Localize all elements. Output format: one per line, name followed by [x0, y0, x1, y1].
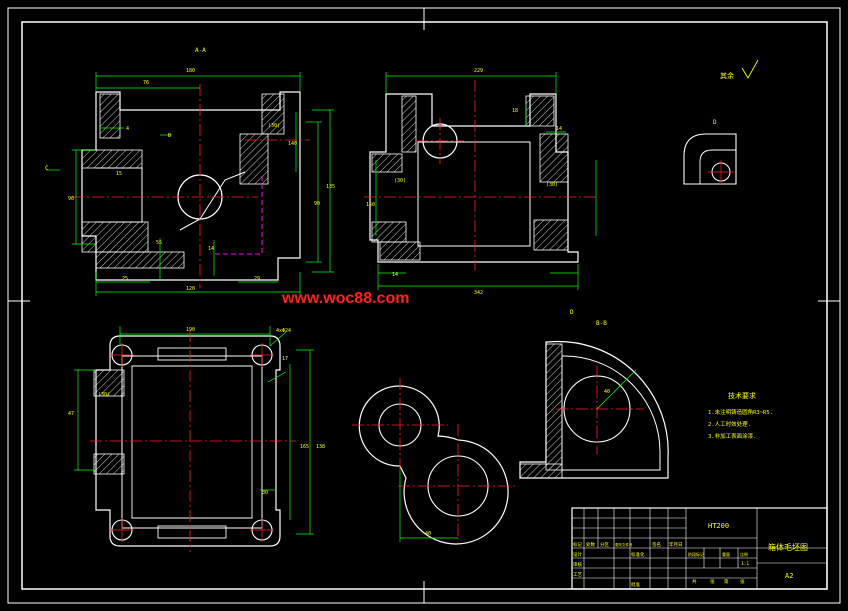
- section-mark-c: C: [45, 165, 49, 172]
- sheet-label-2: 第: [724, 578, 729, 585]
- aa-dim-6: 55: [156, 240, 162, 246]
- section-bb-view: B-B D 40: [519, 309, 669, 479]
- aa-left-dim: 76: [143, 80, 149, 86]
- plan-dim-5: 47: [68, 411, 74, 417]
- section-aa-label: A-A: [195, 47, 206, 54]
- tech-item-1: 1.未注明铸造圆角R3~R5.: [708, 408, 773, 416]
- row-label-5: 年月日: [669, 541, 683, 548]
- side-dim-3: 14: [556, 126, 562, 132]
- plan-dim-0: 4xΦ24: [276, 328, 291, 334]
- title-block: HT200 箱体毛坯图 A2 1:1 标记 处数 分区 更改文件号 签名 年月日…: [571, 507, 828, 590]
- sheet-label-0: 共: [692, 578, 697, 585]
- roughness-note: 其余: [720, 59, 759, 80]
- section-bb-label: B-B: [596, 320, 607, 327]
- plan-dim-6: 30: [262, 490, 268, 496]
- plan-dim-1: (30): [98, 392, 110, 398]
- tech-requirements: 技术要求 1.未注明铸造圆角R3~R5. 2.人工时效处理. 3.非加工表面涂漆…: [708, 391, 773, 440]
- sheet-label-1: 张: [710, 578, 715, 585]
- boss-dim: 40: [425, 531, 431, 537]
- row-label-2: 分区: [600, 541, 609, 548]
- section-aa-view: A-A: [45, 47, 335, 296]
- aa-width-dim: 180: [186, 68, 195, 74]
- stage-label-0: 阶段标记: [688, 551, 704, 557]
- aa-dim-4: 4: [126, 126, 129, 132]
- aa-base-left-dim: 25: [122, 276, 128, 282]
- tech-item-3: 3.非加工表面涂漆.: [708, 432, 756, 440]
- approve-label: 批准: [631, 581, 640, 588]
- row-label-0: 标记: [573, 541, 582, 548]
- check-label: 审核: [573, 561, 582, 568]
- plan-dim-4: 17: [282, 356, 288, 362]
- sheet-size: A2: [785, 572, 793, 580]
- design-label: 设计: [573, 551, 582, 558]
- aa-dim-2: 90: [68, 196, 74, 202]
- side-view: 229 342 (30) 150 (30) 14 18 14: [364, 68, 600, 296]
- centering-marks: [8, 8, 840, 603]
- side-width-dim: 229: [474, 68, 483, 74]
- scale: 1:1: [741, 561, 749, 567]
- stage-label-1: 重量: [722, 551, 730, 557]
- bb-radius-dim: 40: [604, 389, 610, 395]
- plan-dim-3: 138: [316, 444, 325, 450]
- detail-d-label: D: [713, 119, 717, 126]
- outer-frame: [7, 7, 841, 604]
- watermark: www.woc88.com: [281, 290, 409, 307]
- side-dim-0: (30): [394, 178, 406, 184]
- aa-dim-3: 15: [116, 171, 122, 177]
- aa-height-inner-dim: 90: [314, 201, 320, 207]
- plan-dim-2: 165: [300, 444, 309, 450]
- side-dim-1: 150: [366, 202, 375, 208]
- plan-width-dim: 190: [186, 327, 195, 333]
- process-label: 工艺: [573, 572, 582, 578]
- aa-base-right-dim: 29: [254, 276, 260, 282]
- side-dim-4: 18: [512, 108, 518, 114]
- side-dim-5: 14: [392, 272, 398, 278]
- aa-dim-5: 14: [208, 246, 214, 252]
- boss-view: 40: [352, 378, 518, 545]
- tech-item-2: 2.人工时效处理.: [708, 420, 751, 428]
- std-label: 标准化: [631, 551, 645, 558]
- row-label-1: 处数: [586, 541, 595, 548]
- plan-view: 190 4xΦ24 (30) 165 138 17 47 30: [68, 326, 325, 552]
- row-label-3: 更改文件号: [615, 542, 633, 547]
- roughness-label: 其余: [720, 71, 734, 80]
- side-base-dim: 342: [474, 290, 483, 296]
- part-no: HT200: [708, 522, 729, 530]
- side-dim-2: (30): [546, 182, 558, 188]
- inner-frame: [21, 21, 828, 590]
- sheet-label-3: 张: [740, 578, 745, 585]
- section-mark-d: D: [570, 309, 574, 316]
- detail-d-view: D: [683, 119, 737, 185]
- aa-height-total-dim: 135: [326, 184, 335, 190]
- stage-label-2: 比例: [740, 551, 748, 557]
- aa-dim-1: 140: [288, 141, 297, 147]
- aa-base-mid-dim: 120: [186, 286, 195, 292]
- tech-title: 技术要求: [728, 391, 756, 400]
- row-label-4: 签名: [652, 541, 661, 548]
- section-mark-b: B: [168, 133, 171, 139]
- aa-dim-0: (30): [268, 123, 280, 129]
- drawing-name: 箱体毛坯图: [768, 542, 808, 552]
